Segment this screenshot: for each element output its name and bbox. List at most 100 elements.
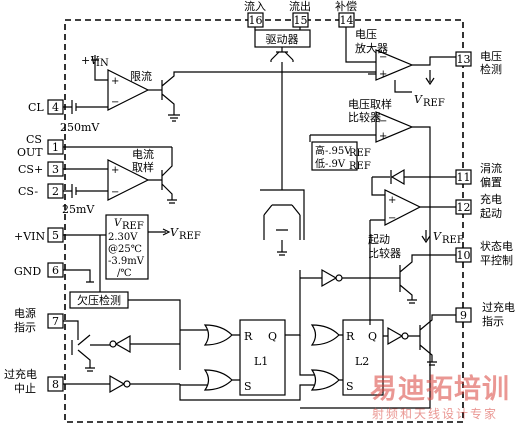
latch-l2 bbox=[342, 319, 384, 396]
svg-text:/℃: /℃ bbox=[117, 268, 132, 279]
svg-text:GND: GND bbox=[14, 265, 41, 278]
latch-l1 bbox=[239, 319, 286, 396]
svg-text:高-.95V: 高-.95V bbox=[315, 144, 352, 157]
svg-text:REF: REF bbox=[349, 148, 371, 159]
pin-14-number: 14 bbox=[340, 14, 354, 27]
pin-16: 流入 16 bbox=[244, 0, 266, 28]
pin-8: 过充电 中止 8 bbox=[4, 367, 64, 395]
svg-text:IN: IN bbox=[96, 58, 109, 69]
svg-text:+VIN: +VIN bbox=[14, 230, 46, 243]
pin-5: +VIN 5 bbox=[14, 227, 64, 243]
svg-text:指示: 指示 bbox=[14, 320, 36, 334]
watermark-brand: 易迪拓培训 bbox=[370, 374, 510, 405]
svg-text:−: − bbox=[379, 52, 387, 63]
svg-text:+: + bbox=[111, 76, 119, 87]
svg-text:V: V bbox=[433, 230, 442, 243]
svg-text:指示: 指示 bbox=[482, 314, 504, 328]
svg-text:2: 2 bbox=[52, 185, 59, 198]
svg-text:1: 1 bbox=[52, 141, 59, 154]
svg-text:13: 13 bbox=[457, 53, 471, 66]
svg-text:电压取样: 电压取样 bbox=[348, 97, 392, 111]
svg-text:低-.9V: 低-.9V bbox=[315, 157, 346, 170]
svg-text:起动: 起动 bbox=[368, 233, 390, 246]
svg-text:电源: 电源 bbox=[14, 306, 36, 320]
svg-text:−: − bbox=[111, 97, 119, 108]
svg-text:12: 12 bbox=[457, 201, 471, 214]
svg-text:-3.9mV: -3.9mV bbox=[108, 256, 145, 267]
pin-16-number: 16 bbox=[249, 14, 263, 27]
svg-text:OUT: OUT bbox=[17, 146, 43, 159]
pin-12: 12 充电 起动 bbox=[455, 192, 502, 220]
watermark-slogan: 射频和天线设计专家 bbox=[372, 406, 498, 421]
svg-text:比较器: 比较器 bbox=[348, 110, 381, 124]
svg-text:CS+: CS+ bbox=[18, 163, 43, 176]
svg-text:−: − bbox=[388, 213, 396, 224]
pin-3: CS+ 3 bbox=[18, 161, 64, 177]
svg-text:平控制: 平控制 bbox=[480, 253, 513, 267]
svg-text:检测: 检测 bbox=[480, 62, 502, 76]
svg-text:REF: REF bbox=[179, 231, 201, 242]
current-limit-amp bbox=[107, 69, 150, 111]
pin-13: 13 电压 检测 bbox=[455, 50, 502, 76]
svg-text:@25℃: @25℃ bbox=[108, 244, 142, 255]
svg-text:L1: L1 bbox=[254, 355, 268, 368]
svg-text:R: R bbox=[244, 330, 253, 343]
pin-10: 10 状态电 平控制 bbox=[455, 239, 513, 267]
pin-15-label: 流出 bbox=[289, 0, 311, 13]
svg-text:REF: REF bbox=[349, 161, 371, 172]
svg-text:偏置: 偏置 bbox=[480, 175, 502, 189]
svg-text:欠压检测: 欠压检测 bbox=[77, 293, 121, 307]
driver-label: 驱动器 bbox=[266, 33, 299, 46]
svg-text:6: 6 bbox=[52, 264, 59, 277]
voltage-amp-label-2: 放大器 bbox=[355, 41, 388, 55]
voltage-comparator bbox=[375, 111, 414, 143]
svg-text:Q: Q bbox=[368, 330, 377, 343]
voltage-amp-label-1: 电压 bbox=[355, 28, 377, 41]
svg-text:L2: L2 bbox=[355, 355, 369, 368]
pin-15: 流出 15 bbox=[289, 0, 311, 28]
pin-4: CL 4 bbox=[28, 99, 64, 115]
svg-text:CS: CS bbox=[26, 133, 42, 146]
svg-text:−: − bbox=[379, 116, 387, 127]
svg-text:2.30V: 2.30V bbox=[108, 232, 138, 243]
svg-text:起动: 起动 bbox=[480, 207, 502, 220]
voltage-amp bbox=[375, 49, 414, 81]
svg-text:CS-: CS- bbox=[18, 185, 38, 198]
pin-15-number: 15 bbox=[294, 14, 308, 27]
svg-text:CL: CL bbox=[28, 101, 44, 114]
svg-text:取样: 取样 bbox=[132, 160, 154, 174]
svg-text:R: R bbox=[346, 330, 355, 343]
pin-7: 电源 指示 7 bbox=[14, 306, 64, 334]
svg-text:REF: REF bbox=[122, 221, 144, 232]
svg-text:电压: 电压 bbox=[480, 50, 502, 63]
vin-symbol: +V bbox=[81, 54, 99, 67]
svg-text:+: + bbox=[111, 165, 119, 176]
svg-text:3: 3 bbox=[52, 163, 59, 176]
svg-text:S: S bbox=[244, 380, 252, 393]
pin-1: CS OUT 1 bbox=[17, 133, 64, 159]
current-sense-amp bbox=[107, 159, 150, 201]
svg-text:REF: REF bbox=[423, 98, 445, 109]
svg-text:−: − bbox=[111, 187, 119, 198]
pin-9: 9 过充电 指示 bbox=[455, 300, 515, 328]
current-limit-label: 限流 bbox=[130, 69, 152, 83]
svg-text:过充电: 过充电 bbox=[4, 367, 37, 381]
pin-14-label: 补偿 bbox=[335, 0, 357, 13]
svg-text:+: + bbox=[379, 69, 387, 80]
pin-16-label: 流入 bbox=[244, 0, 266, 13]
vref-block bbox=[105, 214, 149, 280]
svg-text:8: 8 bbox=[52, 378, 59, 391]
svg-text:9: 9 bbox=[460, 309, 467, 322]
svg-text:Q: Q bbox=[268, 330, 277, 343]
svg-text:11: 11 bbox=[457, 171, 471, 184]
cl-voltage: 250mV bbox=[60, 121, 100, 134]
svg-text:4: 4 bbox=[52, 101, 59, 114]
pin-11: 11 涓流 偏置 bbox=[455, 161, 502, 189]
pin-6: GND 6 bbox=[14, 262, 64, 278]
svg-text:中止: 中止 bbox=[14, 382, 36, 395]
svg-text:+: + bbox=[388, 195, 396, 206]
svg-text:V: V bbox=[170, 226, 179, 239]
svg-text:比较器: 比较器 bbox=[368, 246, 401, 260]
svg-text:V: V bbox=[414, 93, 423, 106]
